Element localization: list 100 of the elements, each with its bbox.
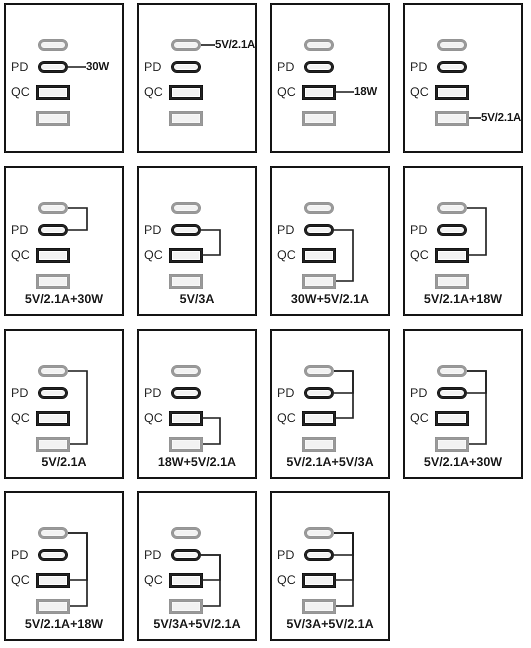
port-panel [403, 3, 523, 153]
panel-label: 18W+5V/2.1A [158, 455, 236, 469]
panel-label: 30W+5V/2.1A [290, 292, 370, 306]
usb-c-port [38, 61, 68, 73]
usb-a-port [36, 84, 70, 100]
usb-a-port [36, 274, 70, 288]
port-label: QC [277, 411, 296, 425]
port-panel [270, 166, 390, 316]
usb-a-port [302, 410, 336, 426]
usb-a-port [435, 410, 469, 426]
usb-a-port [169, 572, 203, 588]
port-label: QC [277, 85, 296, 99]
port-label: QC [277, 573, 296, 587]
port-label: PD [11, 223, 28, 237]
port-panel [270, 491, 390, 641]
usb-c-port [437, 39, 467, 51]
connector-line [334, 229, 354, 282]
port-label: QC [144, 248, 163, 262]
port-panel [270, 329, 390, 479]
usb-c-port [38, 387, 68, 399]
usb-a-port [302, 110, 336, 126]
port-label: PD [277, 548, 294, 562]
usb-a-port [435, 84, 469, 100]
usb-c-port [171, 202, 201, 214]
port-panel [137, 491, 257, 641]
usb-c-port [304, 527, 334, 539]
usb-c-port [437, 61, 467, 73]
panel-label: 5V/2.1A+18W [424, 292, 502, 306]
usb-c-port [304, 549, 334, 561]
port-panel [403, 329, 523, 479]
port-panel [403, 166, 523, 316]
usb-a-port [435, 248, 469, 262]
panel-label: 5V/3A+5V/2.1A [153, 617, 241, 631]
usb-a-port [169, 84, 203, 100]
port-label: PD [11, 548, 28, 562]
usb-c-port [171, 387, 201, 399]
panel-label: 5V/3A [180, 292, 214, 306]
connector-line [201, 229, 221, 256]
connector-line [467, 207, 487, 256]
usb-a-port [302, 248, 336, 262]
port-label: PD [277, 223, 294, 237]
usb-c-port [437, 387, 467, 399]
power-rating: 30W [86, 60, 110, 74]
usb-a-port [169, 274, 203, 288]
connector-line [68, 532, 88, 607]
connector-line [334, 370, 354, 419]
port-panel [137, 166, 257, 316]
port-label: PD [144, 60, 162, 74]
port-label: QC [11, 248, 30, 262]
panel-label: 5V/2.1A+30W [24, 292, 104, 306]
power-rating: 18W [354, 85, 378, 99]
usb-a-port [169, 248, 203, 262]
usb-a-port [36, 598, 70, 614]
port-label: QC [11, 411, 30, 425]
port-label: PD [144, 548, 162, 562]
port-panel [4, 166, 124, 316]
port-panel [270, 3, 390, 153]
usb-a-port [302, 436, 336, 452]
leader-line [68, 66, 86, 68]
usb-c-port [171, 39, 201, 51]
port-label: PD [144, 386, 162, 400]
port-panel [4, 491, 124, 641]
usb-c-port [38, 202, 68, 214]
usb-a-port [302, 598, 336, 614]
connector-line [68, 207, 88, 231]
port-label: PD [277, 386, 294, 400]
usb-c-port [38, 365, 68, 377]
usb-a-port [302, 84, 336, 100]
usb-c-port [437, 202, 467, 214]
usb-a-port [435, 110, 469, 126]
usb-a-port [435, 274, 469, 288]
leader-line [336, 91, 354, 93]
port-label: QC [11, 573, 30, 587]
usb-c-port [437, 224, 467, 236]
port-label: PD [144, 223, 162, 237]
usb-a-port [435, 436, 469, 452]
usb-c-port [38, 549, 68, 561]
usb-a-port [302, 572, 336, 588]
usb-c-port [171, 61, 201, 73]
usb-a-port [169, 110, 203, 126]
usb-c-port [304, 39, 334, 51]
usb-c-port [38, 39, 68, 51]
usb-c-port [171, 224, 201, 236]
connector-line [203, 417, 221, 445]
panel-label: 5V/3A+5V/2.1A [286, 617, 374, 631]
usb-c-port [38, 527, 68, 539]
leader-line [469, 117, 481, 119]
port-label: PD [410, 386, 428, 400]
leader-line [201, 44, 215, 46]
port-label: PD [11, 386, 28, 400]
panel-label: 5V/2.1A [41, 455, 87, 469]
usb-c-port [304, 202, 334, 214]
connector-line [201, 554, 221, 607]
port-panel [4, 329, 124, 479]
usb-a-port [36, 436, 70, 452]
usb-a-port [36, 410, 70, 426]
port-label: QC [277, 248, 296, 262]
usb-c-port [171, 365, 201, 377]
port-panel [4, 3, 124, 153]
usb-a-port [169, 410, 203, 426]
